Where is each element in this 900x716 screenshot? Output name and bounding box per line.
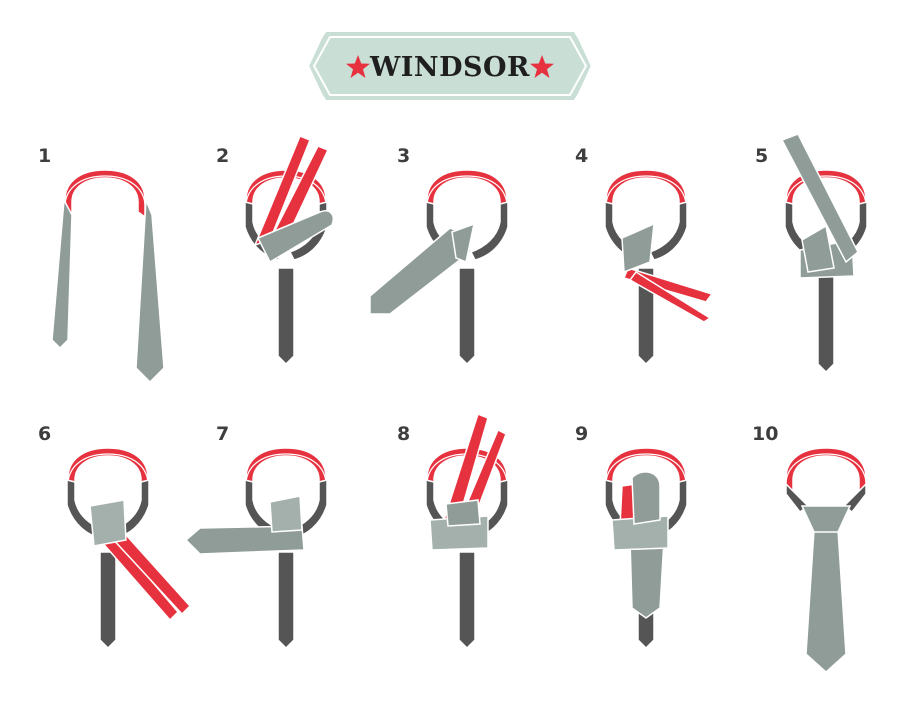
step-7-illustration: [184, 447, 328, 649]
step-4-illustration: [604, 169, 714, 365]
step-6-illustration: [66, 447, 192, 649]
step-9-illustration: [604, 447, 688, 650]
step-label-2: 2: [216, 145, 229, 167]
step-1-illustration: [51, 169, 165, 384]
step-3-illustration: [369, 169, 509, 365]
step-label-9: 9: [575, 423, 588, 445]
step-label-4: 4: [575, 145, 588, 167]
step-5-illustration: [780, 133, 868, 373]
star-right-icon: [530, 55, 554, 78]
step-labels: 1 2 3 4 5 6 7 8 9 10: [38, 145, 778, 445]
step-8-illustration: [425, 413, 509, 649]
step-2-illustration: [244, 135, 334, 365]
step-label-5: 5: [755, 145, 768, 167]
step-label-3: 3: [397, 145, 410, 167]
star-left-icon: [346, 55, 370, 78]
step-label-8: 8: [397, 423, 410, 445]
step-label-1: 1: [38, 145, 51, 167]
diagram-title: WINDSOR: [369, 52, 530, 83]
step-label-7: 7: [216, 423, 229, 445]
step-label-10: 10: [752, 423, 778, 445]
step-label-6: 6: [38, 423, 51, 445]
title-banner: WINDSOR: [304, 28, 596, 104]
step-10-illustration: [785, 447, 867, 674]
